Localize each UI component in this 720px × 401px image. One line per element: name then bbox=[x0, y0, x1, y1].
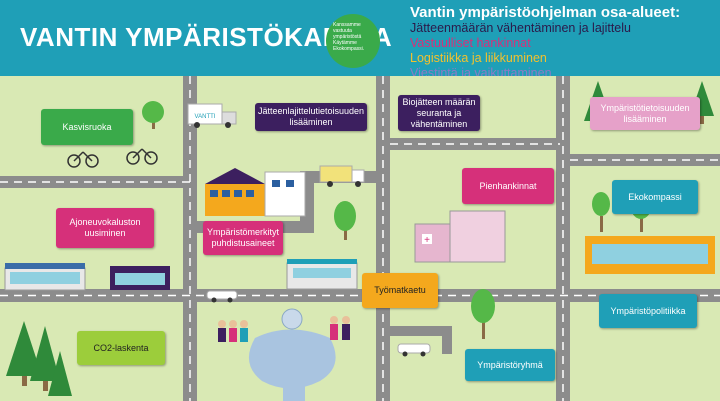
tree-icon bbox=[142, 101, 164, 129]
truck-icon bbox=[319, 165, 365, 187]
badge-line: ympäristöstä bbox=[333, 34, 362, 40]
car-icon bbox=[397, 343, 431, 357]
people-group-icon bbox=[330, 316, 350, 340]
legend-item-waste: Jätteenmäärän vähentäminen ja lajittelu bbox=[410, 21, 631, 35]
bicycle-icon bbox=[67, 151, 99, 168]
badge-line: Kanssamme bbox=[333, 22, 361, 28]
svg-text:+: + bbox=[424, 235, 430, 246]
pine-tree-icon bbox=[30, 326, 60, 391]
card-kasvisruoka[interactable]: Kasvisruoka bbox=[41, 109, 133, 145]
van-label: VANTTI bbox=[195, 114, 216, 120]
tree-icon bbox=[471, 289, 495, 339]
tree-icon bbox=[592, 192, 610, 232]
card-label: CO2-laskenta bbox=[93, 342, 149, 353]
fountain-pool bbox=[248, 329, 336, 389]
house-building bbox=[205, 168, 306, 217]
van-icon: VANTTI bbox=[187, 103, 237, 128]
card-label: Ajoneuvokaluston uusiminen bbox=[69, 217, 141, 238]
card-label: Ympäristöryhmä bbox=[477, 359, 543, 370]
office-building bbox=[286, 259, 358, 290]
store-building bbox=[110, 266, 170, 290]
card-label: Ympäristömerkityt puhdistusaineet bbox=[207, 227, 280, 248]
card-biojatteen[interactable]: Biojätteen määrän seuranta ja vähentämin… bbox=[398, 95, 480, 131]
badge-line: Ekokompassi. bbox=[333, 46, 365, 52]
legend-title: Vantin ympäristöohjelman osa-alueet: bbox=[410, 4, 681, 21]
bicycle-icon bbox=[126, 148, 158, 165]
card-label: Työmatkaetu bbox=[374, 285, 426, 295]
pine-tree-icon bbox=[6, 321, 42, 386]
card-label: Kasvisruoka bbox=[62, 121, 112, 132]
legend-item-logistics: Logistiikka ja liikkuminen bbox=[410, 51, 547, 65]
badge-line: Käytämme bbox=[333, 40, 357, 46]
card-ymparistotietoisuuden[interactable]: Ympäristötietoisuuden lisääminen bbox=[590, 97, 700, 130]
card-label: Pienhankinnat bbox=[479, 180, 537, 191]
card-ymparistomerkityt[interactable]: Ympäristömerkityt puhdistusaineet bbox=[203, 221, 283, 255]
mall-building bbox=[585, 236, 715, 274]
pine-tree-icon bbox=[48, 351, 72, 396]
fountain bbox=[281, 308, 303, 330]
ecokompassi-badge: Kanssamme vastuuta ympäristöstä Käytämme… bbox=[326, 14, 380, 68]
card-label: Jätteenlajittelutietoisuuden lisääminen bbox=[257, 106, 365, 127]
legend-item-procurement: Vastuulliset hankinnat bbox=[410, 36, 531, 50]
shop-building bbox=[4, 263, 86, 291]
card-ymparistopolitiikka[interactable]: Ympäristöpolitiikka bbox=[599, 294, 697, 328]
legend: Vantin ympäristöohjelman osa-alueet: Jät… bbox=[410, 4, 720, 81]
header-bar: VANTIN YMPÄRISTÖKARTTA Kanssamme vastuut… bbox=[0, 0, 720, 80]
road-markings bbox=[0, 76, 720, 401]
car-icon bbox=[206, 290, 238, 303]
card-ymparistoryhma[interactable]: Ympäristöryhmä bbox=[465, 349, 555, 381]
card-ekokompassi[interactable]: Ekokompassi bbox=[612, 180, 698, 214]
card-label: Ympäristöpolitiikka bbox=[610, 305, 686, 316]
card-co2-laskenta[interactable]: CO2-laskenta bbox=[77, 331, 165, 365]
people-group-icon bbox=[218, 320, 248, 342]
card-label: Ympäristötietoisuuden lisääminen bbox=[600, 102, 690, 124]
card-label: Biojätteen määrän seuranta ja vähentämin… bbox=[402, 96, 476, 129]
badge-line: vastuuta bbox=[333, 28, 352, 34]
card-jatteenlajittelu[interactable]: Jätteenlajittelutietoisuuden lisääminen bbox=[255, 103, 367, 131]
hospital-building: + bbox=[414, 210, 506, 263]
plaza-path bbox=[283, 376, 305, 401]
card-tyomatkaetu[interactable]: Työmatkaetu bbox=[362, 273, 438, 308]
card-ajoneuvokaluston[interactable]: Ajoneuvokaluston uusiminen bbox=[56, 208, 154, 248]
card-pienhankinnat[interactable]: Pienhankinnat bbox=[462, 168, 554, 204]
card-label: Ekokompassi bbox=[628, 191, 682, 202]
tree-icon bbox=[334, 201, 356, 240]
